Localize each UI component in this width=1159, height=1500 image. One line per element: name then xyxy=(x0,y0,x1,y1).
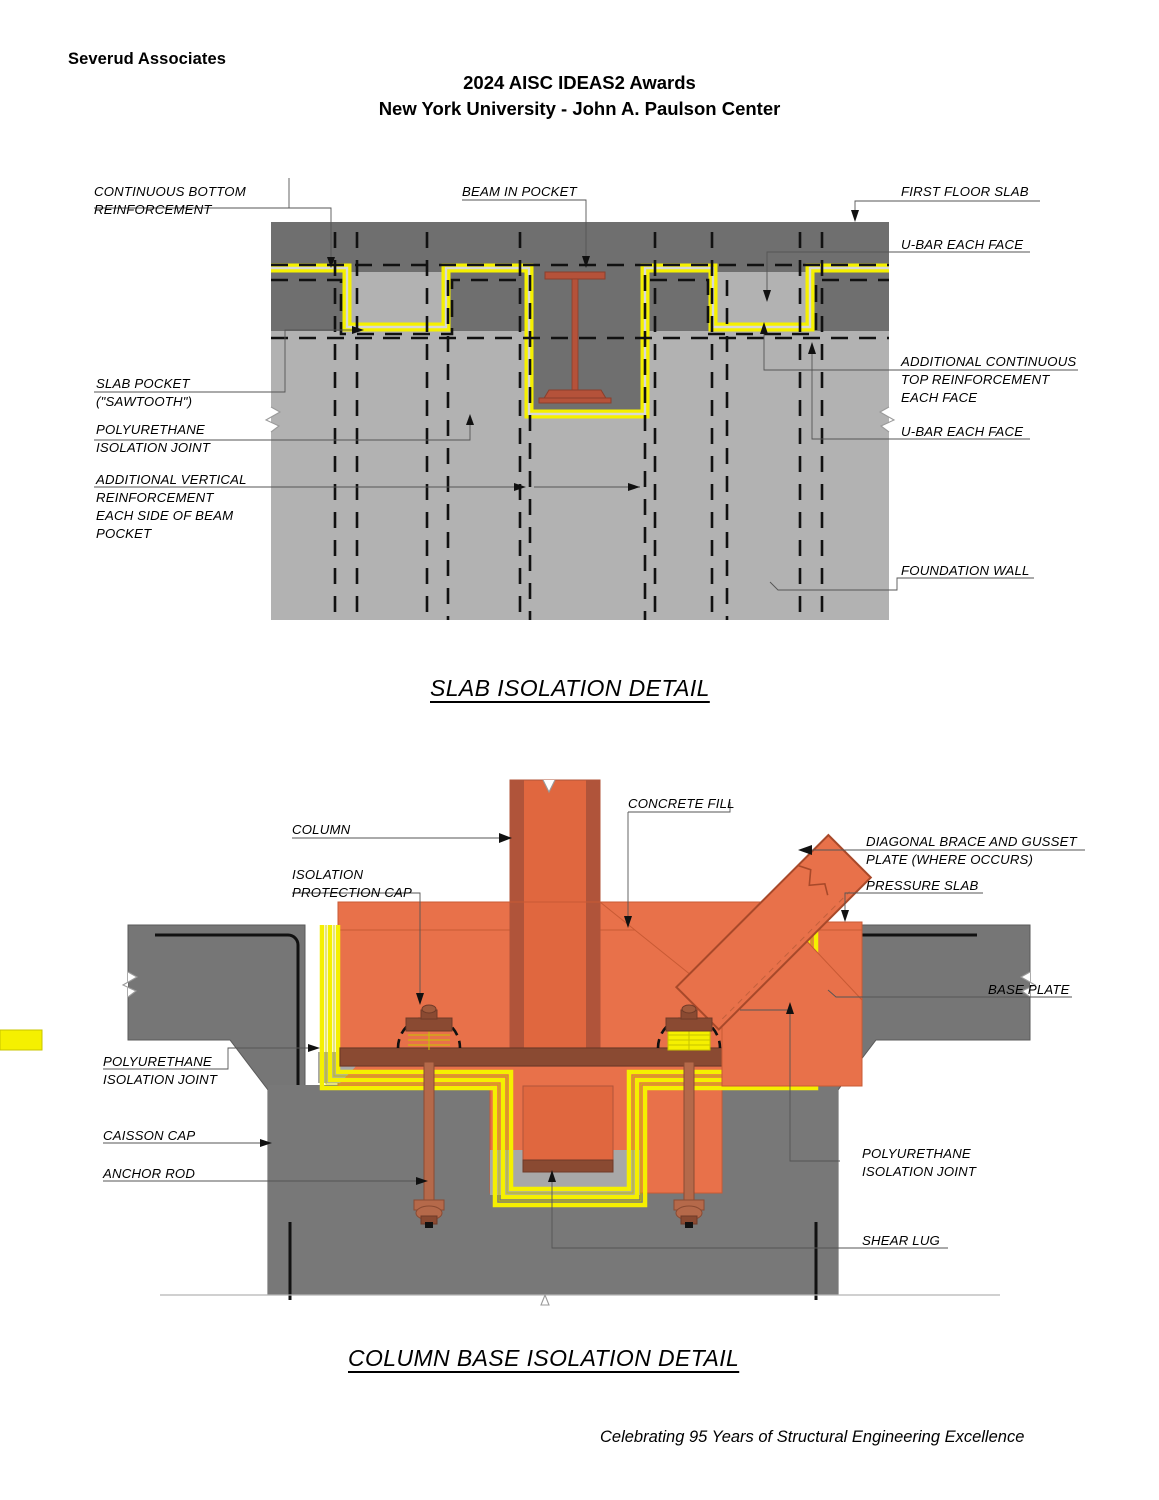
label-continuous-bottom-reinforcement-line1: CONTINUOUS BOTTOM xyxy=(94,184,246,199)
leader-base-plate xyxy=(827,989,1072,998)
leader-continuous-bottom-reinforcement xyxy=(94,178,335,268)
title-line-1: 2024 AISC IDEAS2 Awards xyxy=(463,72,696,93)
label-isolation-protection-cap-line1: ISOLATION xyxy=(292,867,363,882)
break-symbol-right xyxy=(878,406,896,433)
leader-beam-in-pocket xyxy=(462,199,590,268)
sheet-title: 2024 AISC IDEAS2 Awards New York Univers… xyxy=(0,72,1159,120)
leader-isolation-protection-cap xyxy=(292,892,424,1005)
label-polyurethane-isolation-joint-right-line1: POLYURETHANE xyxy=(862,1146,971,1161)
anchor-rod-right xyxy=(673,1061,705,1228)
label-first-floor-slab: FIRST FLOOR SLAB xyxy=(901,184,1029,199)
leader-slab-pocket xyxy=(94,326,364,393)
leader-column xyxy=(292,833,512,843)
column-base-isolation-detail-caption: COLUMN BASE ISOLATION DETAIL xyxy=(348,1345,740,1371)
leader-shear-lug xyxy=(548,1170,948,1249)
first-floor-slab-sawtooth xyxy=(271,222,889,410)
label-shear-lug: SHEAR LUG xyxy=(862,1233,940,1248)
label-additional-continuous-top-line1: ADDITIONAL CONTINUOUS xyxy=(900,354,1076,369)
anchor-rod-left xyxy=(413,1061,445,1228)
reinforcement-dashed-lines xyxy=(271,232,889,620)
pressure-slab-left xyxy=(121,924,306,1141)
leader-diagonal-brace xyxy=(798,845,1085,855)
shear-lug-pocket-fill xyxy=(522,1085,614,1173)
label-u-bar-each-face-top: U-BAR EACH FACE xyxy=(901,237,1023,252)
label-caisson-cap: CAISSON CAP xyxy=(103,1128,195,1143)
label-polyurethane-isolation-joint-right-line2: ISOLATION JOINT xyxy=(862,1164,977,1179)
label-concrete-fill: CONCRETE FILL xyxy=(628,796,735,811)
slab-isolation-detail-caption: SLAB ISOLATION DETAIL xyxy=(430,675,710,701)
leader-pressure-slab xyxy=(841,892,983,922)
label-diagonal-brace-line2: PLATE (WHERE OCCURS) xyxy=(866,852,1033,867)
label-additional-continuous-top-line3: EACH FACE xyxy=(901,390,977,405)
label-column: COLUMN xyxy=(292,822,351,837)
polyurethane-isolation-joint-layer xyxy=(271,263,889,419)
label-continuous-bottom-reinforcement-line2: REINFORCEMENT xyxy=(94,202,212,217)
footer-tagline: Celebrating 95 Years of Structural Engin… xyxy=(600,1428,1025,1446)
leader-polyurethane-isolation-joint-top xyxy=(94,414,474,441)
label-u-bar-each-face-bottom: U-BAR EACH FACE xyxy=(901,424,1023,439)
diagonal-brace-and-gusset-plate xyxy=(338,833,873,1087)
leader-concrete-fill xyxy=(624,802,731,928)
label-additional-vertical-line2: REINFORCEMENT xyxy=(96,490,214,505)
label-anchor-rod: ANCHOR ROD xyxy=(102,1166,195,1181)
leader-anchor-rod xyxy=(103,1177,428,1185)
beam-in-pocket xyxy=(538,271,612,404)
label-diagonal-brace-line1: DIAGONAL BRACE AND GUSSET xyxy=(866,834,1078,849)
leader-u-bar-each-face-bottom xyxy=(808,342,1030,440)
label-pressure-slab: PRESSURE SLAB xyxy=(866,878,979,893)
label-foundation-wall: FOUNDATION WALL xyxy=(901,563,1030,578)
leader-caisson-cap xyxy=(103,1139,272,1147)
label-polyurethane-isolation-joint-line1: POLYURETHANE xyxy=(96,422,205,437)
firm-name: Severud Associates xyxy=(68,50,227,68)
leader-additional-continuous-top-reinforcement xyxy=(760,322,1078,371)
label-polyurethane-isolation-joint-line2: ISOLATION JOINT xyxy=(96,440,211,455)
label-isolation-protection-cap-line2: PROTECTION CAP xyxy=(292,885,412,900)
label-additional-vertical-line4: POCKET xyxy=(96,526,152,541)
column xyxy=(509,779,601,1061)
label-additional-vertical-line3: EACH SIDE OF BEAM xyxy=(96,508,233,523)
label-polyurethane-isolation-joint-left-line1: POLYURETHANE xyxy=(103,1054,212,1069)
leader-polyurethane-isolation-joint-right xyxy=(740,1002,840,1162)
leader-u-bar-each-face-top xyxy=(763,251,1030,302)
break-symbol-left xyxy=(264,406,282,433)
label-slab-pocket-line1: SLAB POCKET xyxy=(96,376,191,391)
label-slab-pocket-line2: ("SAWTOOTH") xyxy=(96,394,192,409)
isolation-protection-cap-left xyxy=(0,1004,462,1051)
isolation-protection-cap-right xyxy=(656,1004,722,1051)
leader-polyurethane-isolation-joint-left xyxy=(103,1044,320,1070)
label-base-plate: BASE PLATE xyxy=(988,982,1070,997)
label-beam-in-pocket: BEAM IN POCKET xyxy=(462,184,578,199)
label-additional-vertical-line1: ADDITIONAL VERTICAL xyxy=(95,472,247,487)
leader-first-floor-slab xyxy=(851,200,1040,222)
label-additional-continuous-top-line2: TOP REINFORCEMENT xyxy=(901,372,1050,387)
leader-additional-vertical-reinforcement xyxy=(94,483,640,491)
leader-foundation-wall xyxy=(769,577,1034,591)
label-polyurethane-isolation-joint-left-line2: ISOLATION JOINT xyxy=(103,1072,218,1087)
title-line-2: New York University - John A. Paulson Ce… xyxy=(378,98,781,119)
